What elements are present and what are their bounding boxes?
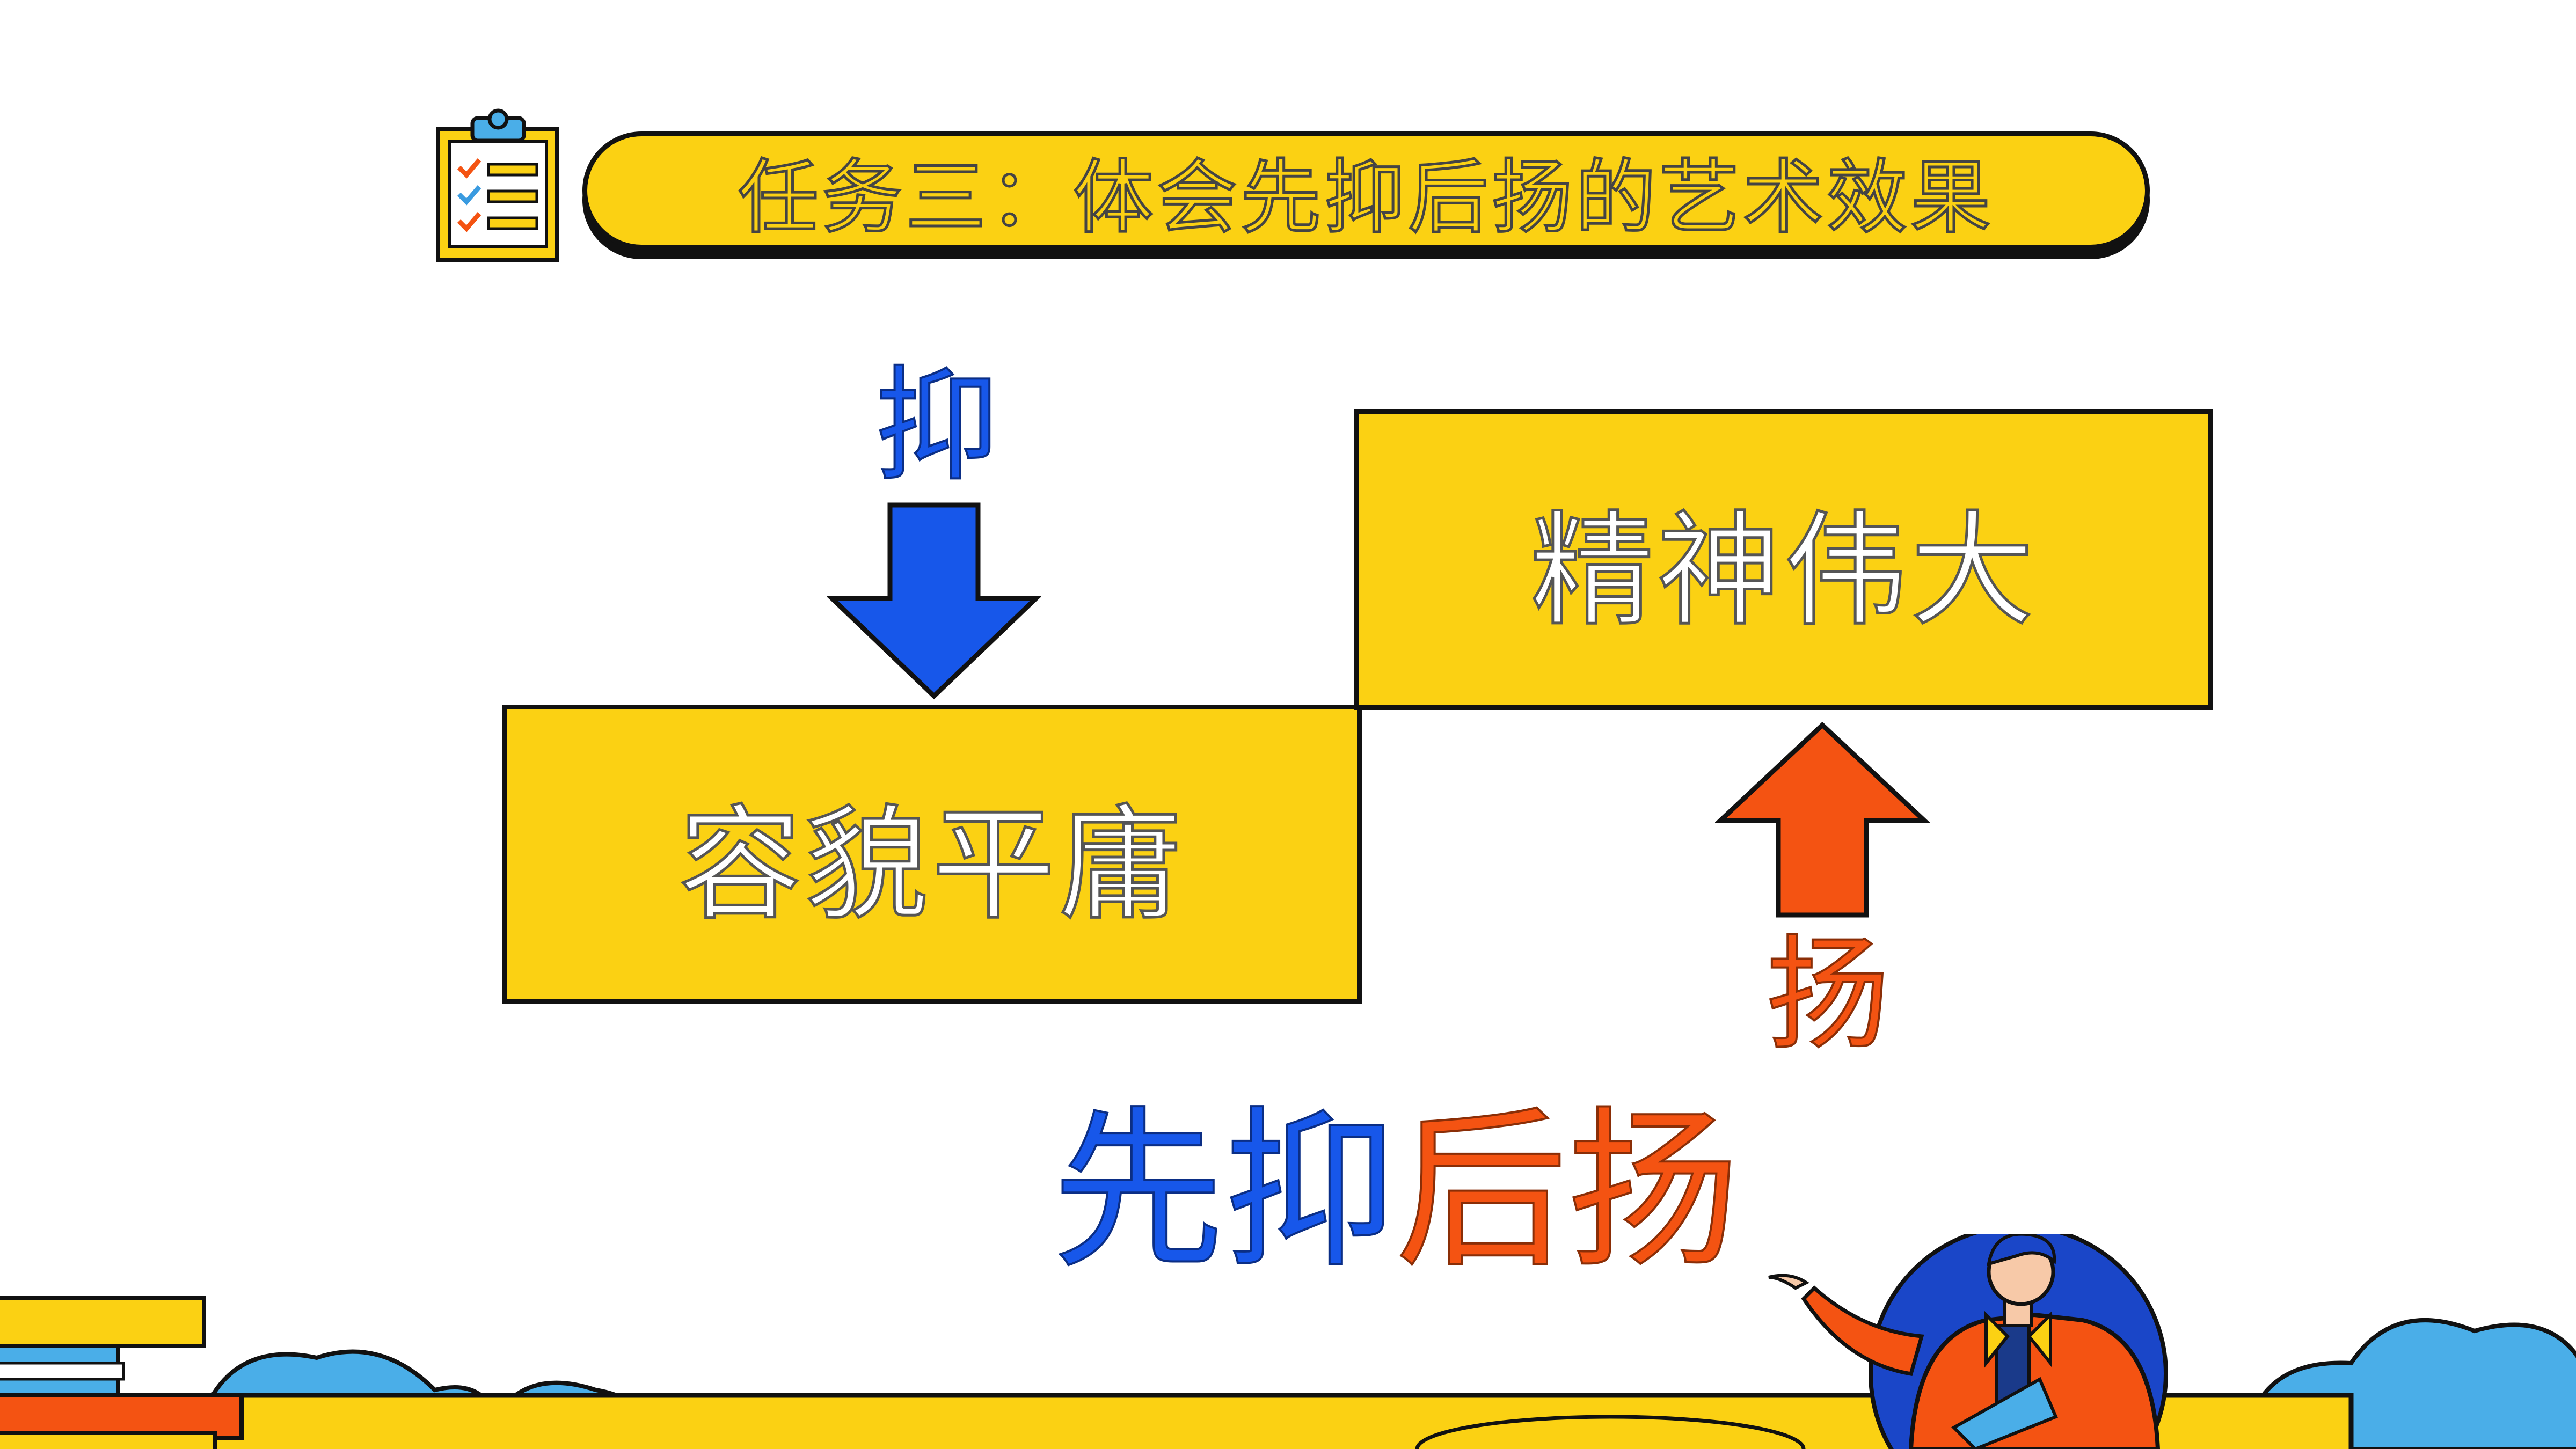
down-arrow-icon	[827, 502, 1041, 700]
summary-part-orange: 后扬	[1395, 1092, 1740, 1291]
low-box: 容貌平庸	[502, 705, 1362, 1004]
summary-text: 先抑后扬	[1051, 1104, 1740, 1278]
title-bar: 任务三：体会先抑后扬的艺术效果	[582, 131, 2150, 250]
elevate-label: 扬	[1765, 924, 1891, 1067]
page-title: 任务三：体会先抑后扬的艺术效果	[736, 150, 1994, 246]
teacher-illustration	[1768, 1234, 2168, 1449]
bottom-decoration	[0, 1234, 2576, 1449]
up-arrow-icon	[1715, 722, 1930, 918]
summary-part-blue: 先抑	[1051, 1092, 1397, 1291]
suppress-label: 抑	[874, 355, 999, 498]
high-box-text: 精神伟大	[1529, 498, 2037, 644]
books-illustration	[0, 1296, 244, 1449]
low-box-text: 容貌平庸	[677, 793, 1185, 939]
high-box: 精神伟大	[1354, 409, 2213, 710]
checklist-clipboard-icon	[436, 108, 559, 262]
